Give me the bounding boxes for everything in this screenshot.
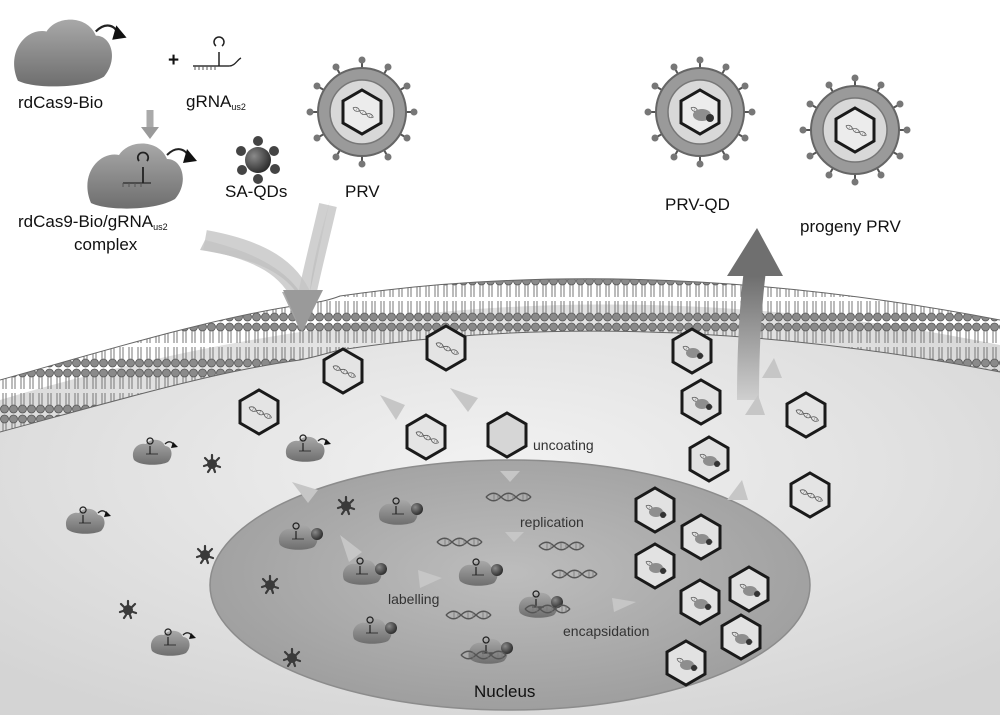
labelled-capsid	[667, 641, 705, 685]
labelled-capsid	[682, 515, 720, 559]
grna-icon	[193, 36, 242, 70]
prv-qd-label: PRV-QD	[665, 195, 730, 214]
labelled-capsid	[682, 380, 720, 424]
encapsidation-label: encapsidation	[563, 623, 649, 639]
nucleus	[209, 459, 811, 711]
rdcas9-bio-label: rdCas9-Bio	[18, 93, 103, 112]
sa-qds-label: SA-QDs	[225, 182, 287, 201]
grna-label: gRNAus2	[186, 92, 246, 112]
capsid	[427, 326, 465, 370]
uncoating-label: uncoating	[533, 437, 594, 453]
prv-virion	[307, 57, 418, 168]
labelled-capsid	[730, 567, 768, 611]
plus-sign: +	[168, 50, 179, 71]
capsid	[407, 415, 445, 459]
labelled-capsid	[722, 615, 760, 659]
labelled-capsid	[636, 544, 674, 588]
labelled-capsid	[673, 329, 711, 373]
complex-label: rdCas9-Bio/gRNAus2	[18, 212, 168, 232]
capsid	[240, 390, 278, 434]
exit-arrow	[737, 268, 766, 401]
capsid	[324, 349, 362, 393]
labelled-capsid	[690, 437, 728, 481]
sa-qd-icon	[236, 136, 280, 184]
nucleus-label: Nucleus	[474, 682, 535, 701]
capsid	[787, 393, 825, 437]
rdcas9-bio-icon	[14, 19, 127, 87]
labelling-label: labelling	[388, 591, 439, 607]
empty-capsid	[486, 411, 528, 459]
labelled-capsid	[681, 580, 719, 624]
complex-label-line2: complex	[74, 235, 138, 254]
prv-qd-virion	[645, 57, 756, 168]
labelled-capsid	[636, 488, 674, 532]
path-arrows	[292, 358, 782, 612]
prv-label: PRV	[345, 182, 380, 201]
progeny-prv-label: progeny PRV	[800, 217, 901, 236]
complex-icon	[87, 143, 197, 209]
progeny-prv-virion	[800, 75, 911, 186]
capsid	[791, 473, 829, 517]
replication-label: replication	[520, 514, 584, 530]
